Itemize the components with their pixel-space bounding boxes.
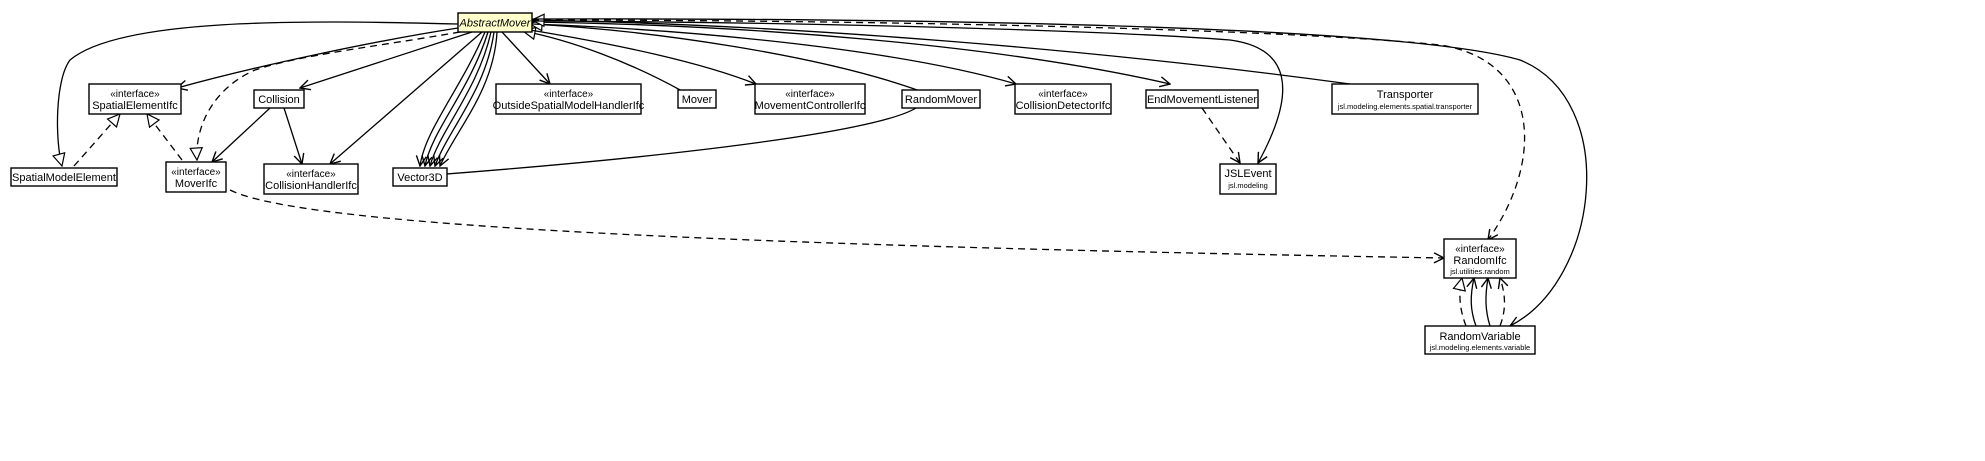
node-name: OutsideSpatialModelHandlerIfc: [493, 100, 645, 112]
class-vector3d[interactable]: Vector3D: [392, 167, 448, 187]
edge-endmovementlistener-jslevent: [1201, 107, 1240, 163]
class-abstractmover[interactable]: AbstractMover: [457, 12, 533, 33]
edge-abstractmover-randomvariable: [531, 18, 1588, 326]
edge-moverifc-randomifc: [229, 189, 1444, 258]
node-name: MoverIfc: [175, 178, 218, 190]
node-name: JSLEvent: [1224, 168, 1271, 180]
edge-randomvariable-randomifc-2: [1486, 278, 1490, 327]
node-name: CollisionHandlerIfc: [265, 180, 357, 192]
node-stereotype: «interface»: [544, 89, 594, 100]
edges: [57, 18, 1588, 327]
edge-randommover-vector3d: [420, 107, 917, 176]
edge-abstractmover-vector3d-5: [440, 31, 498, 166]
edge-mover-abstractmover: [523, 31, 683, 92]
class-randomvariable[interactable]: RandomVariable jsl.modeling.elements.var…: [1424, 325, 1536, 355]
class-randommover[interactable]: RandomMover: [901, 89, 981, 109]
node-package: jsl.modeling: [1227, 181, 1268, 190]
edge-abstractmover-collision: [300, 31, 473, 88]
edge-randomvariable-randomifc-3: [1500, 278, 1505, 327]
node-stereotype: «interface»: [1455, 244, 1505, 255]
edge-randommover-abstractmover: [530, 24, 921, 92]
edge-abstractmover-spatialelementifc: [177, 27, 459, 88]
class-spatialmodelelement[interactable]: SpatialModelElement: [10, 167, 118, 187]
edge-abstractmover-outsidehandlerifc: [501, 31, 550, 84]
node-name: Collision: [258, 94, 300, 106]
edge-collision-collisionhandlerifc: [283, 107, 302, 164]
node-name: CollisionDetectorIfc: [1016, 100, 1111, 112]
edge-spatialmodelelement-spatialelementifc: [73, 114, 120, 167]
node-name: MovementControllerIfc: [755, 100, 866, 112]
edge-transporter-abstractmover: [532, 20, 1351, 85]
node-name: RandomMover: [905, 94, 977, 106]
node-stereotype: «interface»: [171, 167, 221, 178]
edge-abstractmover-vector3d-4: [435, 31, 495, 166]
interface-collisiondetectorifc[interactable]: «interface» CollisionDetectorIfc: [1014, 83, 1112, 115]
edge-abstractmover-endmovementlistener: [531, 21, 1170, 84]
edge-abstractmover-vector3d-3: [430, 31, 492, 166]
node-package: jsl.modeling.elements.spatial.transporte…: [1337, 102, 1473, 111]
interface-spatialelementifc[interactable]: «interface» SpatialElementIfc: [88, 83, 182, 115]
node-name: RandomIfc: [1453, 255, 1507, 267]
interface-movementcontrollerifc[interactable]: «interface» MovementControllerIfc: [754, 83, 866, 115]
edge-abstractmover-vector3d-1: [420, 31, 486, 166]
edge-abstractmover-spatialmodelelement: [57, 21, 459, 166]
node-package: jsl.utilities.random: [1449, 267, 1510, 276]
node-name: Vector3D: [397, 172, 442, 184]
node-name: Mover: [682, 94, 713, 106]
edge-randomvariable-randomifc-1: [1471, 278, 1476, 327]
class-transporter[interactable]: Transporter jsl.modeling.elements.spatia…: [1331, 83, 1479, 115]
node-stereotype: «interface»: [1038, 89, 1088, 100]
edge-moverifc-spatialelementifc: [147, 114, 183, 161]
class-mover[interactable]: Mover: [677, 89, 717, 109]
node-package: jsl.modeling.elements.variable: [1429, 343, 1530, 352]
node-name: EndMovementListener: [1147, 94, 1257, 106]
class-jslevent[interactable]: JSLEvent jsl.modeling: [1219, 163, 1277, 195]
edge-abstractmover-jslevent: [531, 20, 1284, 163]
node-name: Transporter: [1377, 89, 1434, 101]
interface-outsidespatialmodelhandlerifc[interactable]: «interface» OutsideSpatialModelHandlerIf…: [493, 83, 645, 115]
interface-randomifc[interactable]: «interface» RandomIfc jsl.utilities.rand…: [1443, 238, 1517, 279]
node-name: AbstractMover: [459, 18, 532, 30]
node-name: RandomVariable: [1439, 331, 1520, 343]
edge-collision-moverifc: [212, 107, 271, 162]
edge-abstractmover-moverifc: [197, 31, 461, 160]
edge-abstractmover-collisionhandlerifc: [330, 31, 483, 164]
node-name: SpatialElementIfc: [92, 100, 178, 112]
node-stereotype: «interface»: [785, 89, 835, 100]
edge-abstractmover-movementcontrollerifc: [529, 29, 756, 84]
edge-abstractmover-vector3d-2: [425, 31, 489, 166]
interface-moverifc[interactable]: «interface» MoverIfc: [165, 161, 227, 193]
class-collision[interactable]: Collision: [253, 89, 305, 109]
edge-abstractmover-collisiondetectorifc: [531, 23, 1016, 84]
edge-randomvariable-randomifc-realization: [1460, 278, 1467, 327]
interface-collisionhandlerifc[interactable]: «interface» CollisionHandlerIfc: [263, 163, 359, 195]
node-name: SpatialModelElement: [12, 172, 116, 184]
class-endmovementlistener[interactable]: EndMovementListener: [1145, 89, 1259, 109]
node-stereotype: «interface»: [286, 169, 336, 180]
edge-abstractmover-randomifc: [531, 19, 1526, 240]
node-stereotype: «interface»: [110, 89, 160, 100]
